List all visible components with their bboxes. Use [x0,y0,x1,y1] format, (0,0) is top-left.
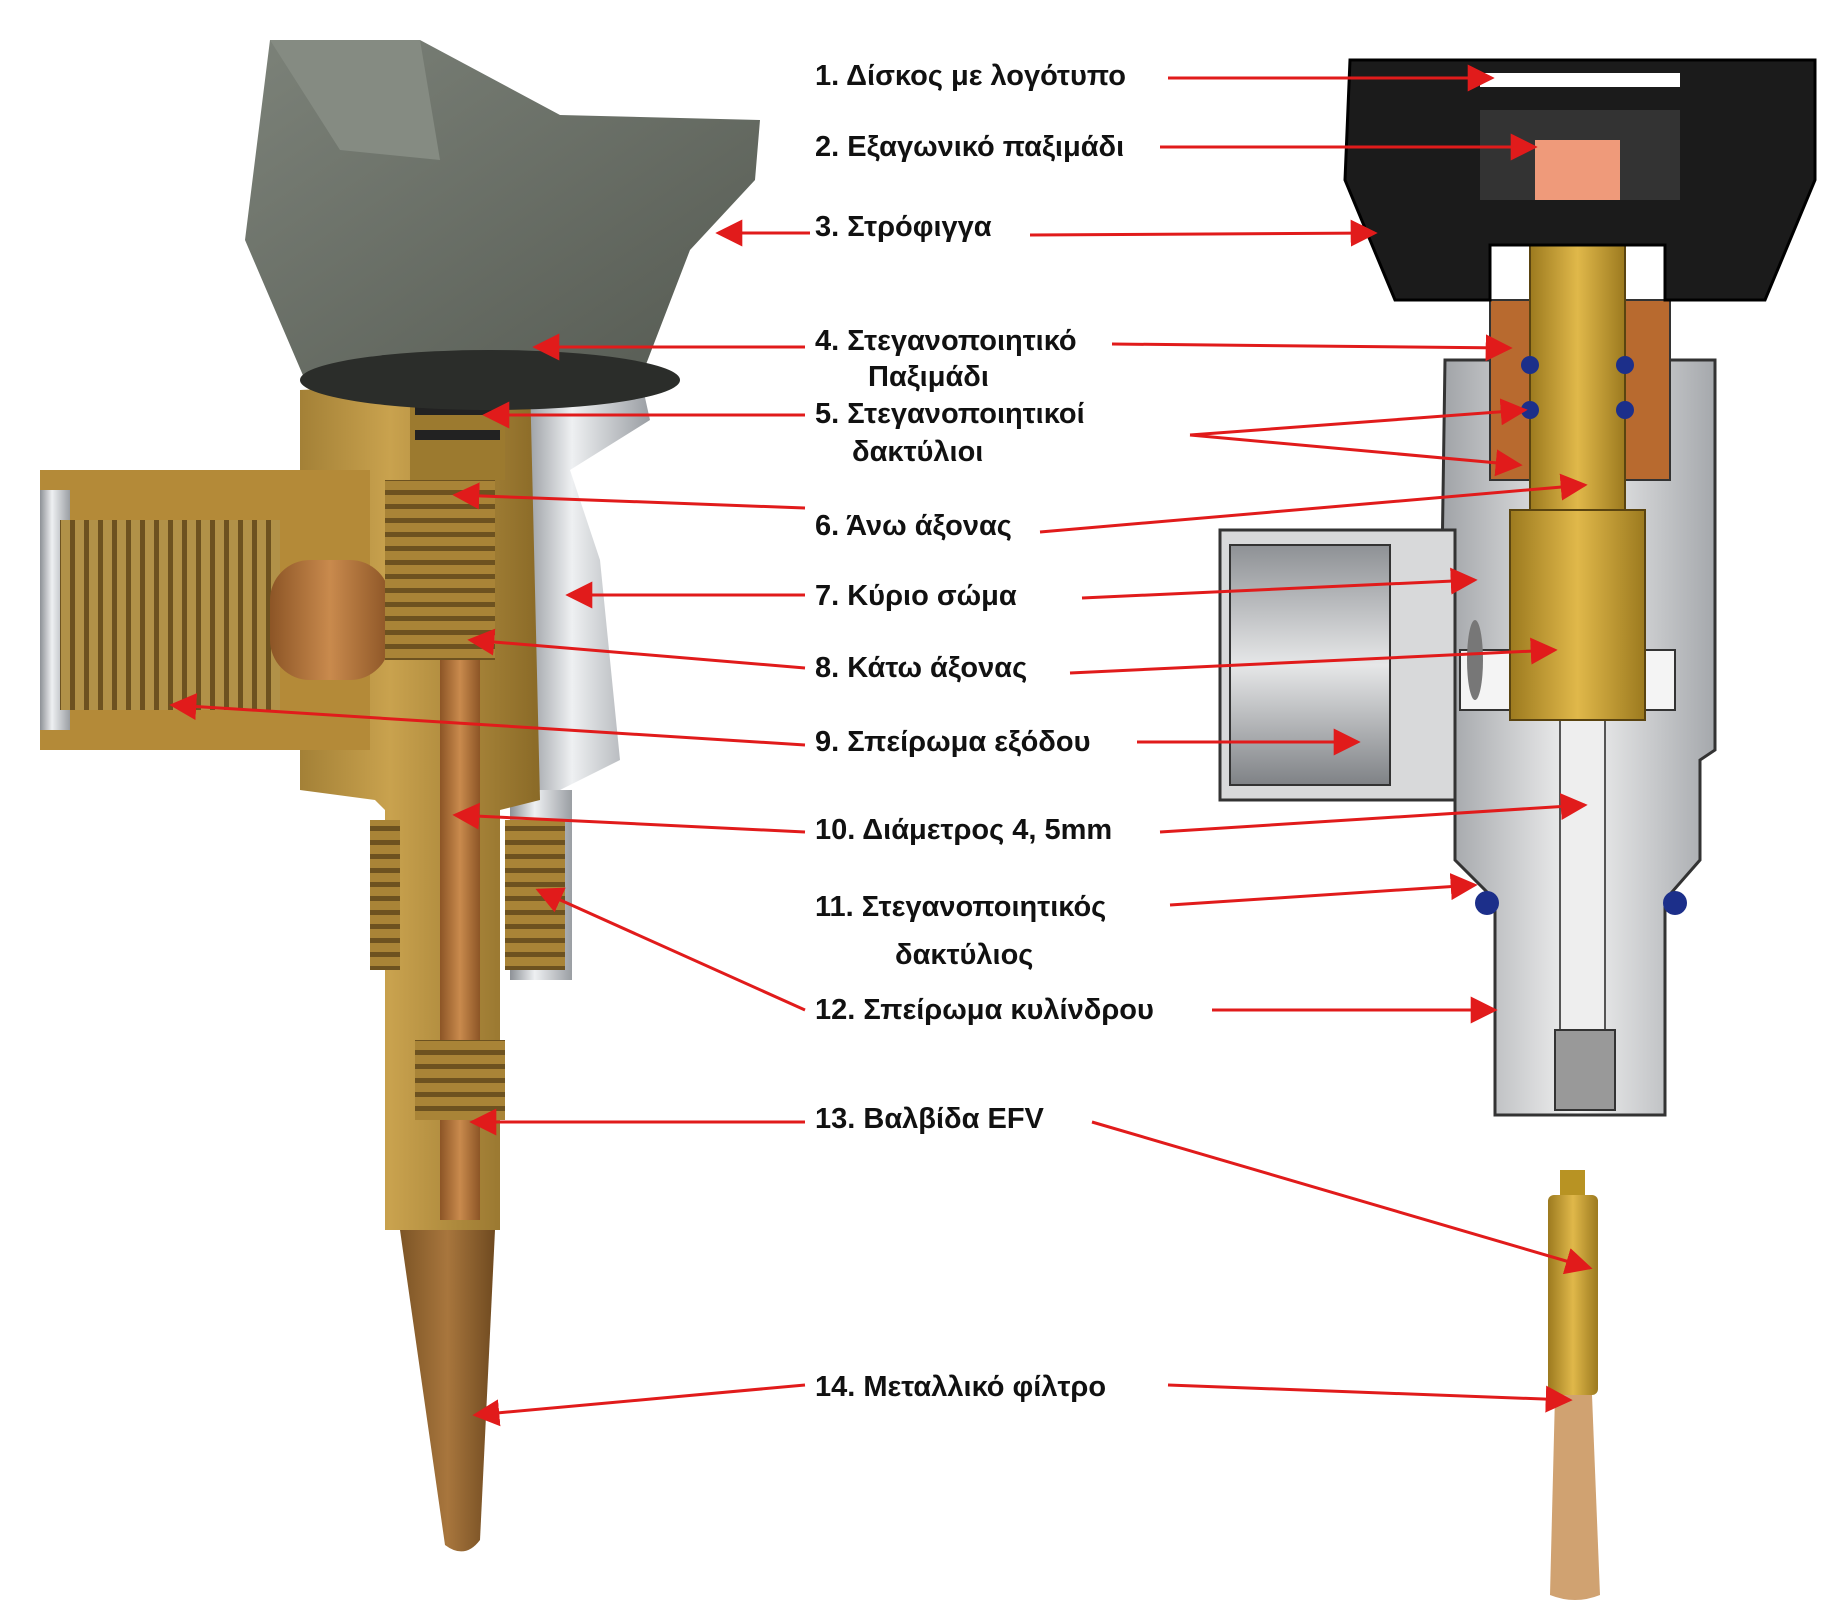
knob-photo [245,40,760,410]
label-5-line2: δακτύλιοι [852,436,984,468]
label-8-line1: 8. Κάτω άξονας [815,652,1028,684]
arrow-8a [1069,637,1558,675]
label-4-line1: 4. Στεγανοποιητικό [815,325,1077,357]
arrow-10a [1159,793,1588,834]
label-9-line1: 9. Σπείρωμα εξόδου [815,726,1091,758]
arrow-8b [467,628,806,670]
label-6-line1: 6. Άνω άξονας [815,510,1012,542]
label-3-line1: 3. Στρόφιγγα [815,211,992,243]
arrow-4a [1111,334,1513,362]
label-2-line1: 2. Εξαγωνικό παξιμάδι [815,131,1125,163]
label-14-line1: 14. Μεταλλικό φίλτρο [815,1371,1107,1403]
label-1-line1: 1. Δίσκος με λογότυπο [815,60,1126,92]
drawing-main-body [1218,358,1717,1117]
arrow-14a [1167,1383,1573,1413]
arrow-6a [1039,473,1588,534]
drawing-knob [1343,58,1817,302]
label-11-line1: 11. Στεγανοποιητικός [815,891,1107,923]
efv-part [1548,1170,1600,1600]
arrow-6b [452,482,806,510]
label-13-line1: 13. Βαλβίδα EFV [815,1103,1044,1135]
body-brass [40,360,565,1230]
label-12-line1: 12. Σπείρωμα κυλίνδρου [815,994,1154,1026]
drawing-spindle [1489,209,1671,721]
metal-filter-photo [400,1230,495,1552]
arrow-5b [1189,433,1523,477]
arrow-3a [1029,219,1378,247]
arrow-12b [535,887,806,1012]
arrow-10b [452,802,806,834]
label-4-line2: Παξιμάδι [868,361,989,393]
label-11-line2: δακτύλιος [895,939,1034,971]
label-10-line1: 10. Διάμετρος 4, 5mm [815,814,1113,846]
arrow-13a [1091,1120,1593,1275]
label-5-line1: 5. Στεγανοποιητικοί [815,398,1085,430]
arrow-9b [169,693,806,747]
arrow-14b [472,1383,806,1427]
arrow-5a [1189,398,1528,437]
arrow-11a [1169,873,1478,907]
label-7-line1: 7. Κύριο σώμα [815,580,1017,612]
arrow-7a [1081,567,1478,600]
